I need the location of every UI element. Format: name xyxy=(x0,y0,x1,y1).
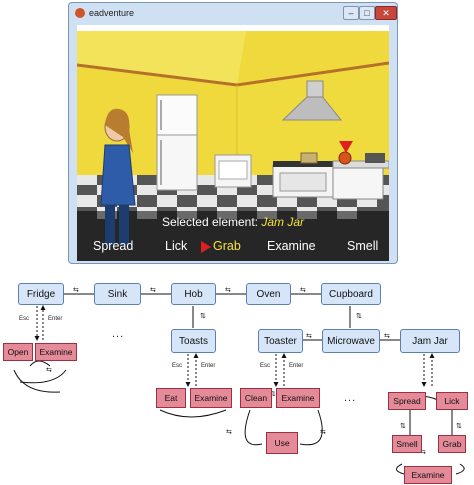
node-fridge-examine: Examine xyxy=(35,343,77,361)
arrow-pair-13: ⇅ xyxy=(400,423,406,430)
selected-element-label: Selected element: Jam Jar xyxy=(77,215,389,229)
kitchen-illustration xyxy=(77,25,389,261)
node-toasts: Toasts xyxy=(171,329,216,353)
arrow-pair-8: ⇅ xyxy=(356,313,362,320)
game-window: eadventure – □ ✕ xyxy=(68,2,398,264)
node-oven: Oven xyxy=(246,283,291,305)
close-button[interactable]: ✕ xyxy=(375,6,397,20)
node-eat: Eat xyxy=(156,388,186,408)
esc-label: Esc xyxy=(19,316,30,322)
node-smell: Smell xyxy=(392,435,422,453)
ellipsis-2: ... xyxy=(344,392,357,404)
arrow-pair-1: ⇆ xyxy=(73,287,79,294)
maximize-button[interactable]: □ xyxy=(359,6,375,20)
node-cupboard: Cupboard xyxy=(321,283,381,305)
arrow-pair-3: ⇆ xyxy=(225,287,231,294)
arrow-pair-5: ⇆ xyxy=(306,333,312,340)
arrow-pair-17: ⇅ xyxy=(270,391,276,398)
title-bar: eadventure – □ ✕ xyxy=(69,3,397,25)
selected-value: Jam Jar xyxy=(261,215,305,229)
node-grab: Grab xyxy=(438,435,466,453)
node-fridge: Fridge xyxy=(18,283,64,305)
node-toasts-examine: Examine xyxy=(190,388,232,408)
game-scene[interactable]: Selected element: Jam Jar Spread Lick Gr… xyxy=(77,25,389,261)
window-title: eadventure xyxy=(89,8,135,18)
node-sink: Sink xyxy=(94,283,141,305)
node-open: Open xyxy=(3,343,33,361)
node-jam-jar: Jam Jar xyxy=(400,329,460,353)
node-spread: Spread xyxy=(388,392,426,410)
verb-examine[interactable]: Examine xyxy=(267,239,316,253)
arrow-pair-2: ⇆ xyxy=(150,287,156,294)
verb-grab[interactable]: Grab xyxy=(213,239,241,253)
arrow-pair-16: ⇆ xyxy=(420,449,426,456)
enter-label: Enter xyxy=(48,316,63,322)
arrow-pair-4: ⇆ xyxy=(300,287,306,294)
verb-lick[interactable]: Lick xyxy=(165,239,188,253)
ellipsis-1: ... xyxy=(112,328,125,340)
arrow-pair-11: ⇆ xyxy=(226,429,232,436)
selected-prefix: Selected element: xyxy=(161,215,262,229)
arrow-pair-12: ⇆ xyxy=(320,429,326,436)
play-icon xyxy=(201,241,211,253)
enter-label-2: Enter xyxy=(201,363,216,369)
node-hob: Hob xyxy=(171,283,216,305)
enter-label-3: Enter xyxy=(289,363,304,369)
node-jam-examine: Examine xyxy=(404,466,452,484)
node-toaster: Toaster xyxy=(258,329,303,353)
node-use: Use xyxy=(266,432,298,454)
esc-label-3: Esc xyxy=(260,363,271,369)
app-icon xyxy=(75,8,85,18)
esc-label-2: Esc xyxy=(172,363,183,369)
verb-spread[interactable]: Spread xyxy=(93,239,134,253)
arrow-pair-6: ⇆ xyxy=(384,333,390,340)
arrow-pair-14: ⇅ xyxy=(456,423,462,430)
minimize-button[interactable]: – xyxy=(343,6,359,20)
node-toaster-examine: Examine xyxy=(276,388,320,408)
node-clean: Clean xyxy=(240,388,272,408)
arrow-pair-9: ⇆ xyxy=(46,367,52,374)
node-microwave: Microwave xyxy=(322,329,380,353)
arrow-pair-7: ⇅ xyxy=(200,313,206,320)
node-lick: Lick xyxy=(436,392,468,410)
verb-smell[interactable]: Smell xyxy=(347,239,379,253)
verb-bar: Spread Lick Grab Examine Smell xyxy=(77,239,389,259)
